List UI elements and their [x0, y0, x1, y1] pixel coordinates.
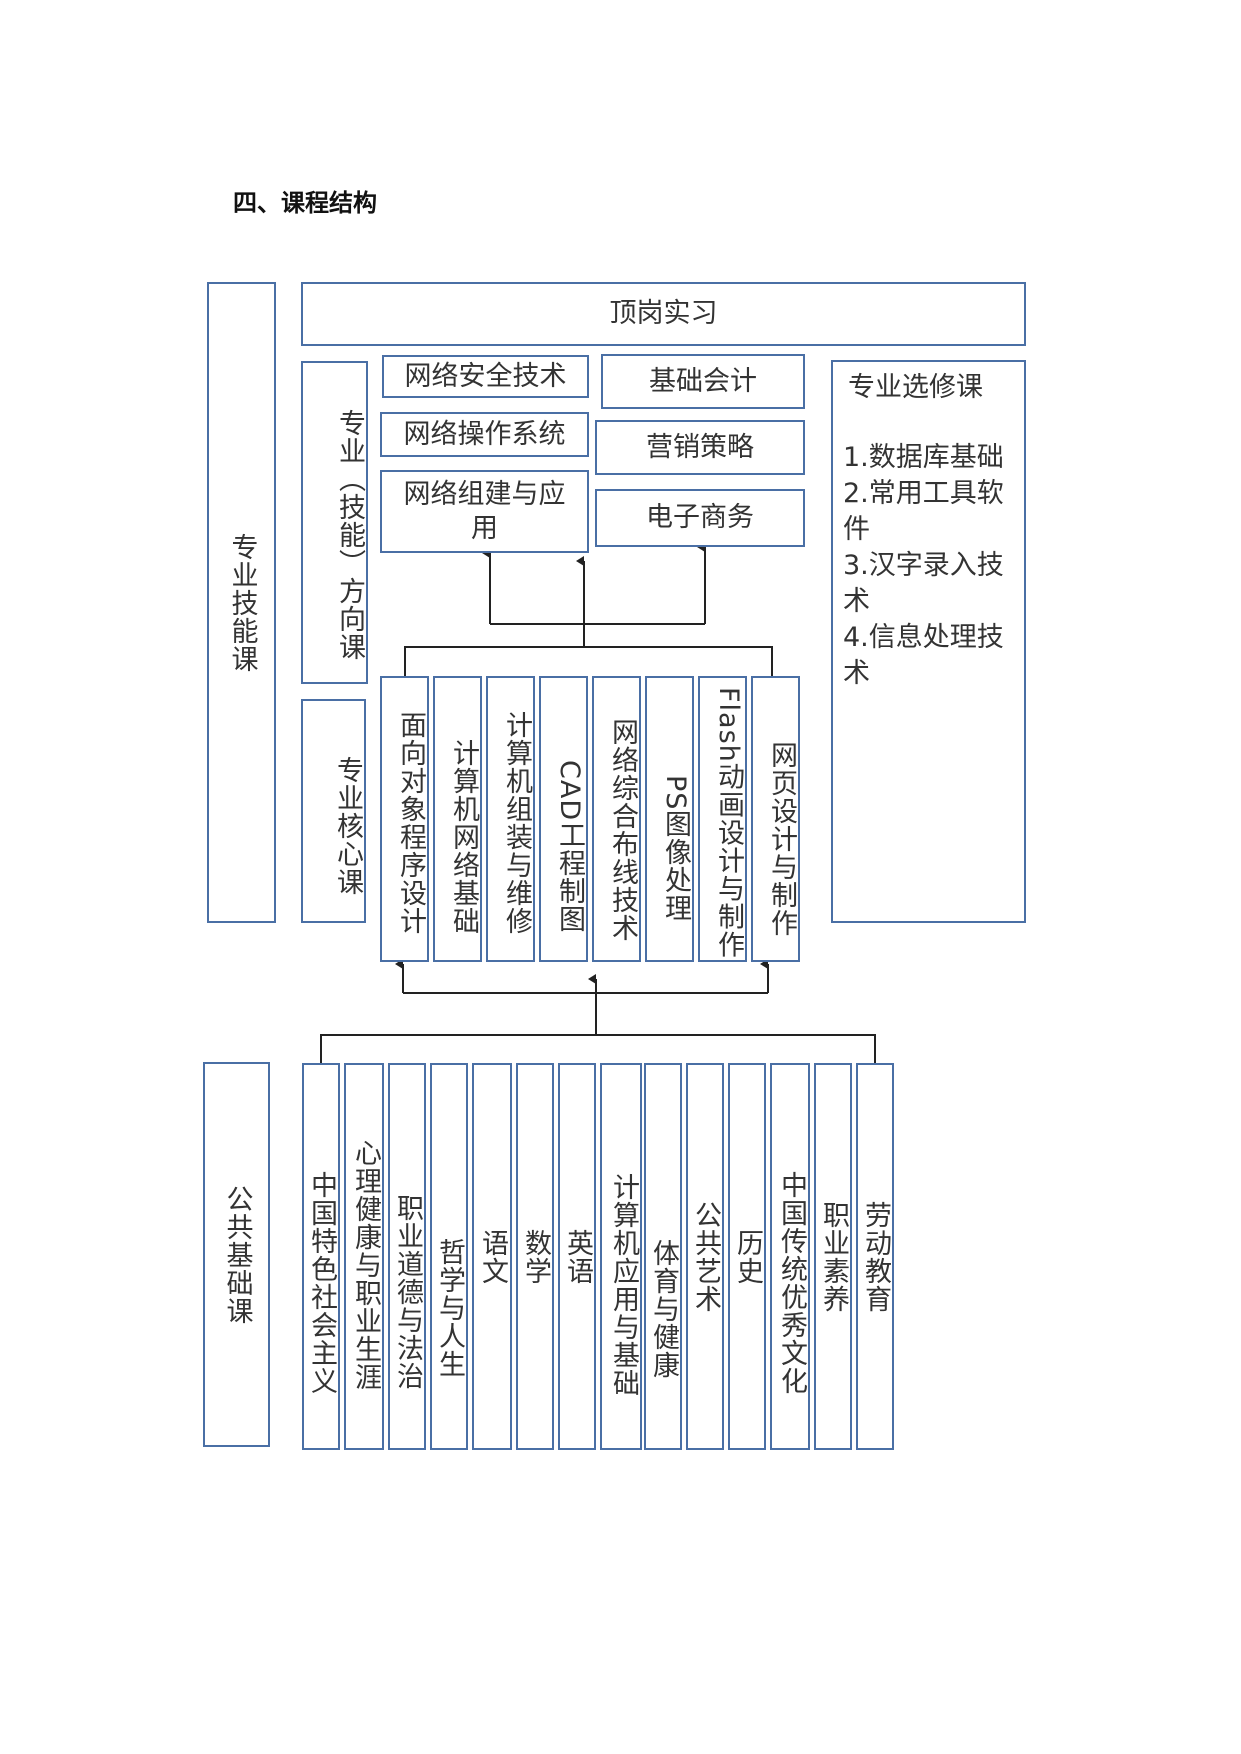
elective-content: 专业选修课 1.数据库基础 2.常用工具软件 3.汉字录入技术 4.信息处理技术 [840, 365, 1020, 692]
direction-course-network-os: 网络操作系统 [380, 412, 589, 457]
elective-list: 1.数据库基础 2.常用工具软件 3.汉字录入技术 4.信息处理技术 [840, 440, 1020, 692]
category-skill-courses: 专业技能课 [207, 282, 276, 923]
core-course-cad: CAD工程制图 [539, 676, 588, 962]
public-course-chinese: 语文 [472, 1063, 512, 1450]
direction-course-network-build: 网络组建与应用 [380, 470, 589, 553]
elective-item: 4.信息处理技术 [843, 622, 1004, 689]
core-course-ps: PS图像处理 [645, 676, 694, 962]
category-core-courses: 专业核心课 [301, 699, 366, 923]
core-course-cabling: 网络综合布线技术 [592, 676, 641, 962]
internship-box: 顶岗实习 [301, 282, 1026, 346]
elective-box [831, 360, 1026, 923]
public-course-philosophy: 哲学与人生 [430, 1063, 468, 1450]
core-course-assembly: 计算机组装与维修 [486, 676, 535, 962]
elective-item: 2.常用工具软件 [843, 478, 1004, 545]
public-course-pe-health: 体育与健康 [644, 1063, 682, 1450]
core-course-oop: 面向对象程序设计 [380, 676, 429, 962]
elective-title: 专业选修课 [848, 372, 983, 403]
public-course-history: 历史 [728, 1063, 766, 1450]
category-public-courses: 公共基础课 [203, 1062, 270, 1447]
public-course-tradition: 中国传统优秀文化 [770, 1063, 810, 1450]
public-course-socialism: 中国特色社会主义 [302, 1063, 340, 1450]
core-course-webdesign: 网页设计与制作 [751, 676, 800, 962]
public-course-mental-health: 心理健康与职业生涯 [344, 1063, 384, 1450]
public-course-art: 公共艺术 [686, 1063, 724, 1450]
core-course-network-basics: 计算机网络基础 [433, 676, 482, 962]
elective-item: 1.数据库基础 [843, 442, 1004, 473]
elective-item: 3.汉字录入技术 [843, 550, 1004, 617]
direction-course-network-security: 网络安全技术 [382, 355, 589, 398]
category-direction-courses: 专业（技能）方向课 [301, 361, 368, 684]
public-course-ethics-law: 职业道德与法治 [388, 1063, 426, 1450]
public-course-math: 数学 [516, 1063, 554, 1450]
core-course-flash: Flash动画设计与制作 [698, 676, 747, 962]
section-heading: 四、课程结构 [233, 189, 377, 217]
public-course-english: 英语 [558, 1063, 596, 1450]
public-course-computer: 计算机应用与基础 [600, 1063, 642, 1450]
direction-course-marketing: 营销策略 [595, 420, 805, 475]
public-course-vocational: 职业素养 [814, 1063, 852, 1450]
direction-course-accounting: 基础会计 [601, 354, 805, 409]
public-course-labor: 劳动教育 [856, 1063, 894, 1450]
direction-course-ecommerce: 电子商务 [595, 489, 805, 547]
